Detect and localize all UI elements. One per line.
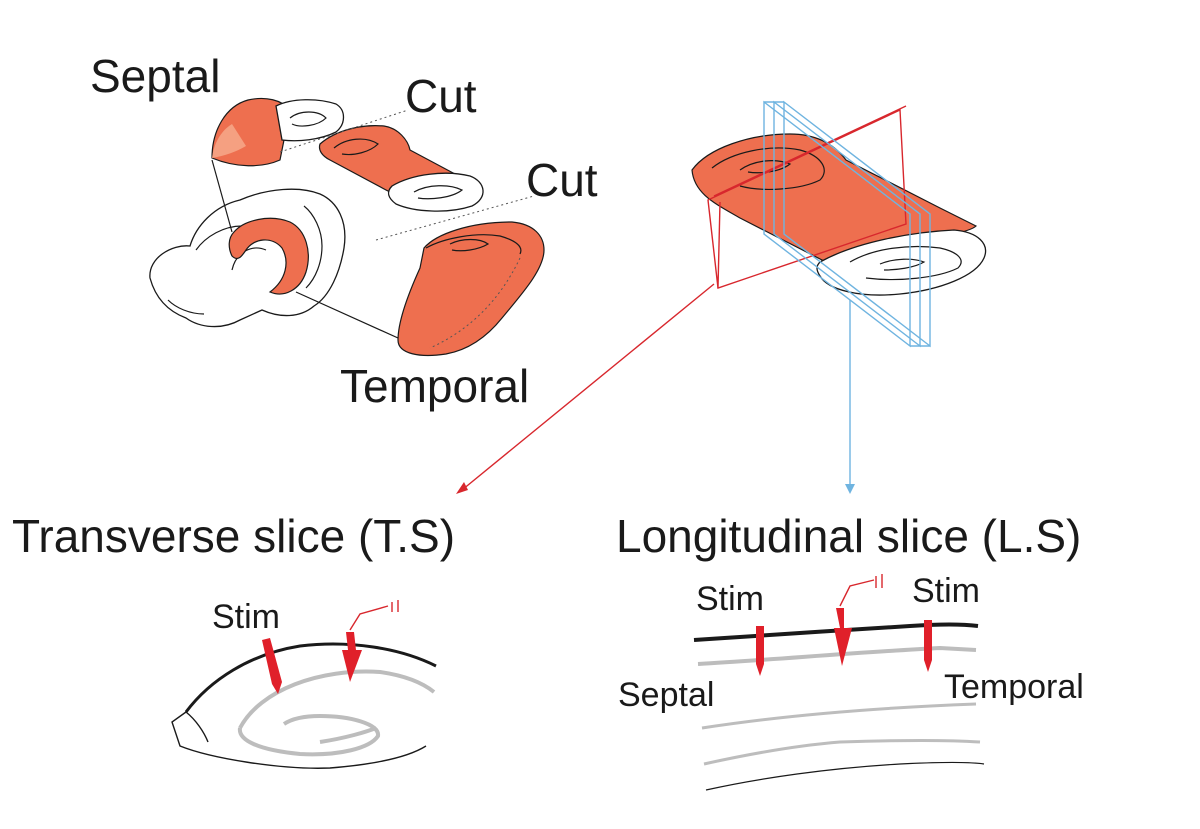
transverse-slice-title: Transverse slice (T.S) (12, 510, 455, 562)
cut-label-2: Cut (526, 154, 598, 206)
septal-label: Septal (90, 50, 220, 102)
septal-section (211, 97, 345, 167)
ls-temporal-label: Temporal (944, 668, 1084, 706)
longitudinal-slice-title: Longitudinal slice (L.S) (616, 510, 1081, 562)
longitudinal-planes (763, 100, 931, 348)
brain-outline (149, 188, 346, 328)
transverse-plane (707, 105, 907, 289)
transverse-arrow (456, 283, 715, 494)
cut-label-1: Cut (405, 70, 477, 122)
temporal-label: Temporal (340, 360, 529, 412)
ls-stim-label-right: Stim (912, 572, 980, 610)
middle-section (318, 125, 484, 212)
longitudinal-arrow (845, 300, 855, 494)
ls-stim-electrode-temporal (924, 620, 932, 672)
temporal-section (397, 221, 545, 357)
hippocampus-block (691, 133, 987, 296)
connector-lines (211, 109, 535, 339)
ls-recording-electrode (834, 574, 883, 666)
transverse-slice-schematic (171, 642, 437, 769)
longitudinal-slice-schematic (693, 622, 985, 791)
ts-recording-electrode (342, 600, 399, 682)
ts-stim-label: Stim (212, 598, 280, 636)
ls-septal-label: Septal (618, 676, 714, 714)
ls-stim-label-left: Stim (696, 580, 764, 618)
ts-stim-electrode (262, 638, 282, 694)
ls-stim-electrode-septal (756, 626, 764, 676)
hippocampus-in-brain (228, 217, 309, 295)
